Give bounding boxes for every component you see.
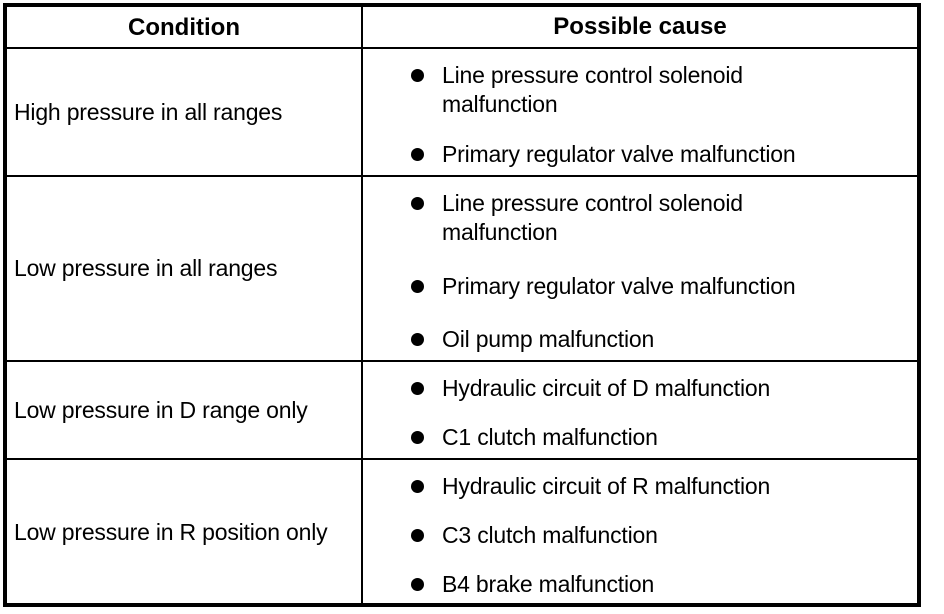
cause-text: Primary regulator valve malfunction [442,141,796,167]
cause-text: Oil pump malfunction [442,326,655,352]
cause-list-item: C3 clutch malfunction [363,521,909,550]
table-header-row: Condition Possible cause [7,7,917,49]
cause-list-item: Hydraulic circuit of R malfunction [363,472,909,501]
condition-cell: Low pressure in D range only [7,362,363,458]
cause-list-item: Hydraulic circuit of D malfunction [363,374,909,403]
condition-cell: Low pressure in all ranges [7,177,363,360]
cause-text: C3 clutch malfunction [442,522,658,548]
bullet-icon [411,69,424,82]
bullet-icon [411,529,424,542]
cause-list-item: Primary regulator valve malfunction [363,140,909,169]
cause-text: B4 brake malfunction [442,571,655,597]
cause-list-item: C1 clutch malfunction [363,423,909,452]
condition-cell: Low pressure in R position only [7,460,363,605]
bullet-icon [411,279,424,293]
cause-cell: Line pressure control solenoid malfuncti… [363,49,917,175]
cause-cell: Line pressure control solenoid malfuncti… [363,177,917,360]
column-header-possible-cause: Possible cause [553,13,727,40]
bullet-icon [411,480,424,493]
bullet-icon [411,382,424,395]
cause-text: Hydraulic circuit of D malfunction [442,375,771,401]
cause-cell: Hydraulic circuit of D malfunction C1 cl… [363,362,917,458]
bullet-icon [411,333,424,346]
bullet-icon [411,431,424,444]
cause-list-item: B4 brake malfunction [363,570,909,599]
cause-list-item: Line pressure control solenoid malfuncti… [363,61,909,119]
column-header-condition: Condition [7,7,363,47]
cause-text: C1 clutch malfunction [442,424,658,450]
bullet-icon [411,578,424,591]
cause-text: Primary regulator valve malfunction [442,272,796,299]
cause-list-item: Primary regulator valve malfunction [363,272,909,301]
table-row: Low pressure in all ranges Line pressure… [7,177,917,362]
cause-cell: Hydraulic circuit of R malfunction C3 cl… [363,460,917,605]
cause-text: Line pressure control solenoid malfuncti… [442,62,743,117]
bullet-icon [411,148,424,161]
cause-list-item: Line pressure control solenoid malfuncti… [363,189,909,247]
table-row: Low pressure in D range only Hydraulic c… [7,362,917,460]
bullet-icon [411,197,424,210]
troubleshooting-table: Condition Possible cause High pressure i… [3,3,921,607]
cause-list-item: Oil pump malfunction [363,325,909,354]
condition-cell: High pressure in all ranges [7,49,363,175]
table-row: Low pressure in R position only Hydrauli… [7,460,917,605]
cause-text: Hydraulic circuit of R malfunction [442,473,771,499]
cause-text: Line pressure control solenoid malfuncti… [442,190,743,245]
table-row: High pressure in all ranges Line pressur… [7,49,917,177]
